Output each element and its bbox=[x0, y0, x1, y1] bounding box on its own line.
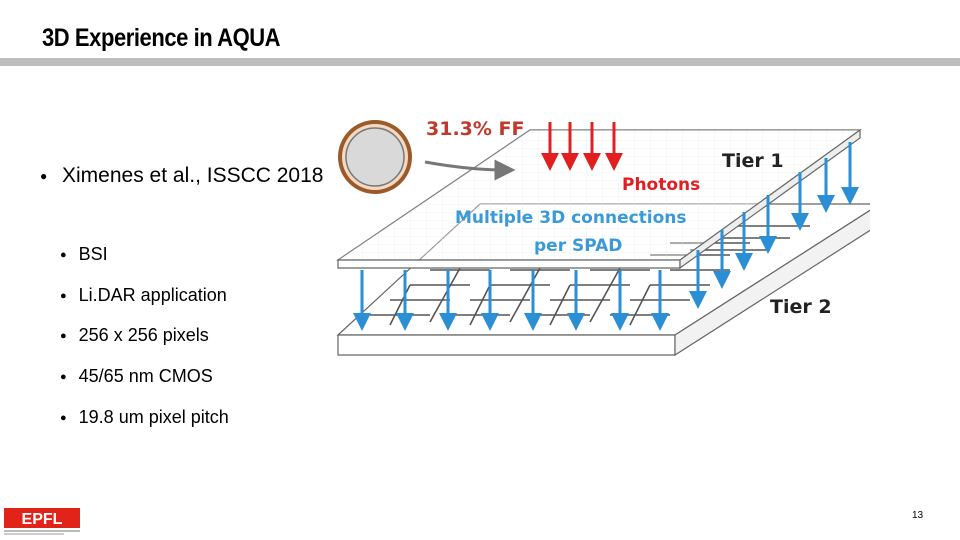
bullet-main: ● Ximenes et al., ISSCC 2018 bbox=[40, 155, 330, 197]
photons-label: Photons bbox=[622, 175, 700, 195]
bullet-dot-icon: ● bbox=[40, 169, 48, 183]
bullet-list: ● Ximenes et al., ISSCC 2018 ● BSI ● Li.DA… bbox=[0, 0, 330, 540]
sub-bullet-text: 45/65 nm CMOS bbox=[78, 366, 213, 386]
bullet-main-text: Ximenes et al., ISSCC 2018 bbox=[62, 164, 324, 187]
page-number: 13 bbox=[912, 510, 924, 521]
ff-pointer-arrow bbox=[424, 159, 516, 181]
sub-bullet: ● 45/65 nm CMOS bbox=[60, 366, 213, 387]
sub-bullet: ● 19.8 um pixel pitch bbox=[60, 407, 229, 428]
sub-bullet: ● 256 x 256 pixels bbox=[60, 325, 209, 346]
tier2-label: Tier 2 bbox=[770, 296, 832, 318]
tier1-label: Tier 1 bbox=[722, 150, 784, 172]
connections-label-line2: per SPAD bbox=[534, 236, 622, 256]
sub-bullet-text: 19.8 um pixel pitch bbox=[78, 407, 229, 427]
slide-title: 3D Experience in AQUA bbox=[42, 24, 281, 52]
sub-bullet-text: BSI bbox=[78, 244, 108, 264]
title-rule bbox=[0, 58, 960, 66]
bullet-dot-icon: ● bbox=[60, 249, 67, 261]
bullet-dot-icon: ● bbox=[60, 412, 67, 424]
tier1-slab bbox=[336, 128, 862, 270]
bullet-dot-icon: ● bbox=[60, 371, 67, 383]
bullet-dot-icon: ● bbox=[60, 330, 67, 342]
sub-bullet: ● Li.DAR application bbox=[60, 285, 227, 306]
svg-text:EPFL: EPFL bbox=[22, 511, 63, 528]
epfl-logo: EPFL bbox=[4, 508, 80, 535]
3d-stack-diagram: 31.3% FF Tier 1 Photons Multiple 3D conn… bbox=[336, 118, 870, 357]
ff-label: 31.3% FF bbox=[426, 118, 525, 140]
3d-connection-arrows bbox=[353, 142, 859, 331]
spad-ring-icon bbox=[338, 120, 412, 194]
sub-bullet: ● BSI bbox=[60, 244, 108, 265]
photon-arrows bbox=[541, 122, 623, 171]
connections-label-line1: Multiple 3D connections bbox=[455, 208, 687, 228]
sub-bullet-text: Li.DAR application bbox=[78, 285, 227, 305]
sub-bullet-text: 256 x 256 pixels bbox=[78, 325, 209, 345]
bullet-dot-icon: ● bbox=[60, 290, 67, 302]
